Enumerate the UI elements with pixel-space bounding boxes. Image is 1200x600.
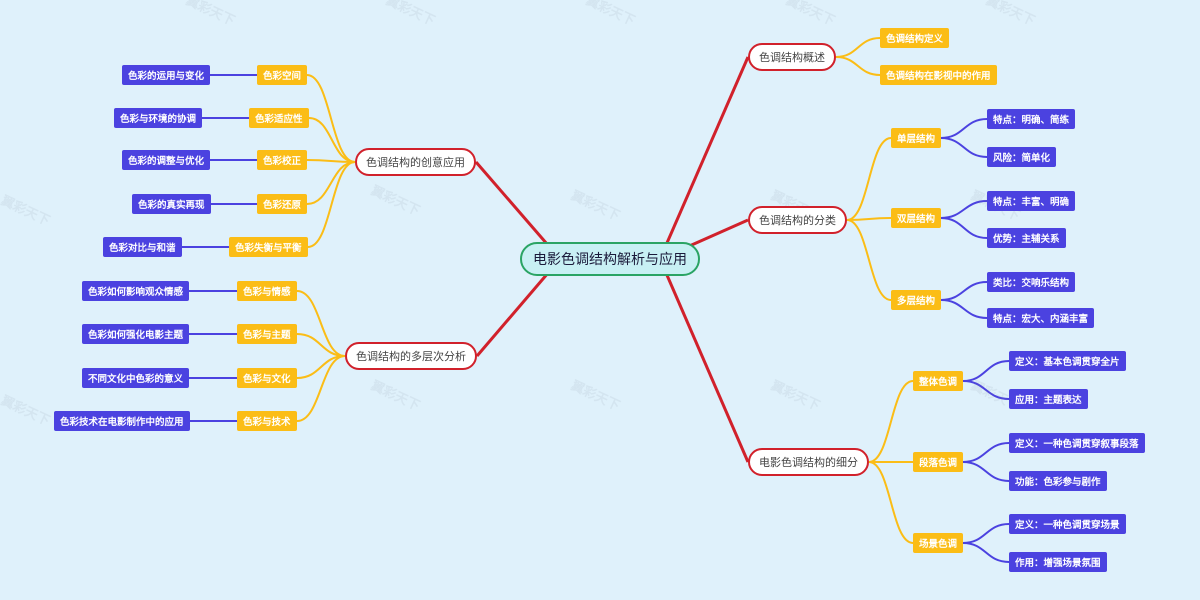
sub-role[interactable]: 色调结构在影视中的作用: [880, 65, 997, 85]
sub-theme[interactable]: 色彩与主题: [237, 324, 297, 344]
connector-line: [846, 219, 892, 301]
sub-single-layer[interactable]: 单层结构: [891, 128, 942, 148]
branch-subdivision[interactable]: 电影色调结构的细分: [748, 448, 869, 476]
connector-line: [846, 217, 892, 221]
leaf-multi-2[interactable]: 特点：宏大、内涵丰富: [987, 308, 1095, 328]
connector-line: [940, 281, 988, 301]
leaf-color-balance[interactable]: 色彩对比与和谐: [103, 237, 182, 257]
leaf-color-space[interactable]: 色彩的运用与变化: [122, 65, 211, 85]
connector-line: [962, 461, 1010, 482]
sub-emotion[interactable]: 色彩与情感: [237, 281, 297, 301]
branch-creative[interactable]: 色调结构的创意应用: [355, 148, 476, 176]
leaf-emotion[interactable]: 色彩如何影响观众情感: [82, 281, 190, 301]
connector-line: [306, 74, 356, 163]
leaf-segment-1[interactable]: 定义：一种色调贯穿叙事段落: [1009, 433, 1145, 453]
sub-color-correct[interactable]: 色彩校正: [257, 150, 308, 170]
connector-line: [962, 442, 1010, 463]
connector-line: [962, 380, 1010, 400]
leaf-scene-1[interactable]: 定义：一种色调贯穿场景: [1009, 514, 1126, 534]
connector-line: [296, 355, 346, 422]
sub-definition[interactable]: 色调结构定义: [880, 28, 950, 48]
leaf-color-adapt[interactable]: 色彩与环境的协调: [114, 108, 203, 128]
leaf-overall-1[interactable]: 定义：基本色调贯穿全片: [1009, 351, 1126, 371]
sub-double-layer[interactable]: 双层结构: [891, 208, 942, 228]
leaf-single-1[interactable]: 特点：明确、简练: [987, 109, 1076, 129]
sub-overall-tone[interactable]: 整体色调: [913, 371, 964, 391]
leaf-double-1[interactable]: 特点：丰富、明确: [987, 191, 1076, 211]
connector-line: [962, 360, 1010, 382]
leaf-tech[interactable]: 色彩技术在电影制作中的应用: [54, 411, 190, 431]
connector-line: [940, 118, 988, 139]
leaf-theme[interactable]: 色彩如何强化电影主题: [82, 324, 190, 344]
connector-line: [296, 290, 346, 357]
sub-color-restore[interactable]: 色彩还原: [257, 194, 308, 214]
sub-multi-layer[interactable]: 多层结构: [891, 290, 942, 310]
connector-line: [962, 542, 1010, 563]
connector-line: [868, 461, 914, 544]
leaf-culture[interactable]: 不同文化中色彩的意义: [82, 368, 190, 388]
leaf-overall-2[interactable]: 应用：主题表达: [1009, 389, 1088, 409]
leaf-single-2[interactable]: 风险：简单化: [987, 147, 1057, 167]
branch-connector: [658, 56, 750, 260]
sub-color-balance[interactable]: 色彩失衡与平衡: [229, 237, 308, 257]
leaf-multi-1[interactable]: 类比：交响乐结构: [987, 272, 1076, 292]
leaf-scene-2[interactable]: 作用：增强场景氛围: [1009, 552, 1107, 572]
connector-line: [835, 37, 881, 58]
connector-line: [868, 380, 914, 463]
connector-line: [308, 117, 356, 163]
connector-line: [962, 523, 1010, 544]
branch-classification[interactable]: 色调结构的分类: [748, 206, 847, 234]
sub-scene-tone[interactable]: 场景色调: [913, 533, 964, 553]
connector-line: [835, 56, 881, 76]
sub-color-adapt[interactable]: 色彩适应性: [249, 108, 309, 128]
connector-line: [306, 161, 356, 205]
connector-line: [940, 200, 988, 219]
root-topic[interactable]: 电影色调结构解析与应用: [520, 242, 700, 276]
sub-color-space[interactable]: 色彩空间: [257, 65, 308, 85]
leaf-color-correct[interactable]: 色彩的调整与优化: [122, 150, 211, 170]
sub-tech[interactable]: 色彩与技术: [237, 411, 297, 431]
sub-culture[interactable]: 色彩与文化: [237, 368, 297, 388]
connector-line: [307, 161, 356, 248]
leaf-color-restore[interactable]: 色彩的真实再现: [132, 194, 211, 214]
branch-overview[interactable]: 色调结构概述: [748, 43, 836, 71]
connector-line: [940, 217, 988, 239]
branch-multilevel[interactable]: 色调结构的多层次分析: [345, 342, 477, 370]
leaf-segment-2[interactable]: 功能：色彩参与剧作: [1009, 471, 1107, 491]
connector-line: [940, 137, 988, 158]
connector-line: [846, 137, 892, 221]
connector-line: [296, 333, 346, 357]
connector-line: [940, 299, 988, 319]
sub-segment-tone[interactable]: 段落色调: [913, 452, 964, 472]
leaf-double-2[interactable]: 优势：主辅关系: [987, 228, 1066, 248]
branch-connector: [658, 258, 750, 463]
